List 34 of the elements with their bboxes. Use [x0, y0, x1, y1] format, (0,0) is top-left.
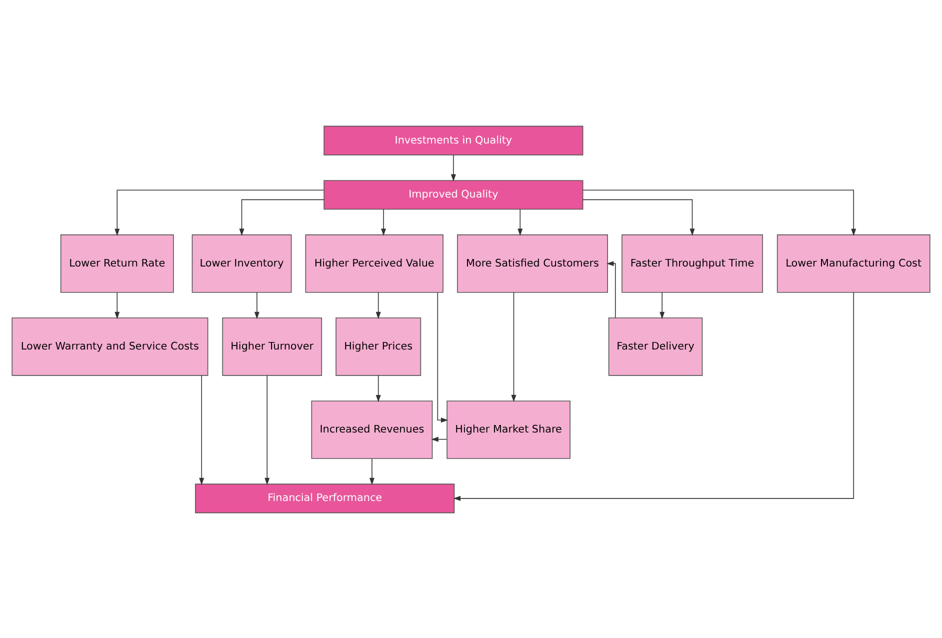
arrow [518, 208, 523, 236]
arrow [381, 208, 386, 236]
arrow [376, 374, 381, 402]
arrow [453, 291, 854, 500]
node-box: Faster Throughput Time [622, 234, 763, 292]
arrow [606, 260, 616, 318]
arrow [114, 189, 324, 236]
arrow [254, 292, 260, 319]
node-box: Investments in Quality [324, 125, 584, 155]
node-box: Lower Return Rate [60, 234, 174, 292]
arrow [511, 292, 516, 402]
arrow [264, 374, 270, 485]
arrow [437, 292, 448, 422]
node-box: Increased Revenues [311, 400, 433, 458]
node-box: Lower Warranty and Service Costs [12, 317, 208, 376]
node-box: More Satisfied Customers [457, 234, 608, 292]
node-box: Financial Performance [195, 483, 455, 513]
arrow [376, 292, 381, 319]
arrow [660, 292, 665, 319]
arrow [369, 458, 374, 485]
arrow [114, 292, 120, 319]
arrow [582, 198, 695, 236]
node-box: Faster Delivery [608, 317, 703, 376]
arrow [582, 189, 856, 236]
arrow [239, 198, 324, 236]
node-box: Higher Market Share [446, 400, 570, 458]
node-box: Higher Perceived Value [305, 234, 444, 292]
node-box: Lower Inventory [192, 234, 292, 292]
arrow [199, 374, 204, 485]
node-box: Improved Quality [324, 180, 584, 210]
node-box: Lower Manufacturing Cost [776, 234, 930, 292]
arrow [450, 154, 456, 181]
node-box: Higher Turnover [222, 317, 322, 376]
node-box: Higher Prices [336, 317, 422, 376]
